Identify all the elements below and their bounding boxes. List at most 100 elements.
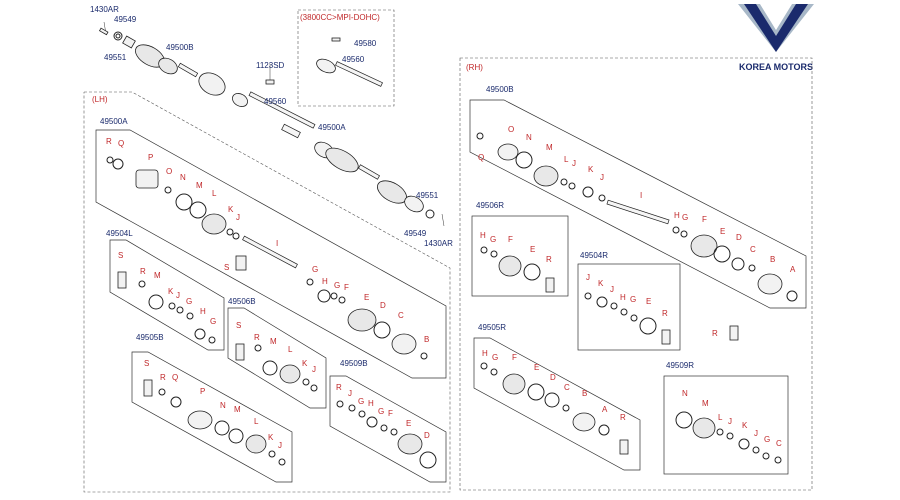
rh-letter: J <box>572 159 576 168</box>
k49509r-letter: M <box>702 399 709 408</box>
lh-letter: I <box>276 239 278 248</box>
k49509b-letter: R <box>336 383 342 392</box>
k49509b-letter: G <box>378 407 384 416</box>
label-49560-mpi: 49560 <box>342 55 365 64</box>
label-49560-top: 49560 <box>264 97 287 106</box>
label-49580: 49580 <box>354 39 377 48</box>
lh-letter: E <box>364 293 369 302</box>
k49505b-letter: P <box>200 387 205 396</box>
k49506b-letter: J <box>312 365 316 374</box>
k49506r-letter: G <box>490 235 496 244</box>
lh-letter: P <box>148 153 153 162</box>
label-49551-bottom: 49551 <box>416 191 439 200</box>
rh-letter: F <box>702 215 707 224</box>
k49504r-letter: J <box>586 273 590 282</box>
rh-title: (RH) <box>466 63 483 72</box>
rh-letter: J <box>600 173 604 182</box>
k49504l-letter: G <box>186 297 192 306</box>
label-49549-bottom: 49549 <box>404 229 427 238</box>
k49505b-letter: K <box>268 433 274 442</box>
label-49506b: 49506B <box>228 297 256 306</box>
lh-letter: J <box>236 213 240 222</box>
k49504l-letter: H <box>200 307 206 316</box>
k49509r-letter: K <box>742 421 748 430</box>
rh-letter: M <box>546 143 553 152</box>
label-lh-49500a: 49500A <box>100 117 128 126</box>
k49504r-letter: R <box>662 309 668 318</box>
label-49500a-top: 49500A <box>318 123 346 132</box>
lh-letter: H <box>322 277 328 286</box>
label-49551-top: 49551 <box>104 53 127 62</box>
k49509r-letter: G <box>764 435 770 444</box>
k49504r-letter: G <box>630 295 636 304</box>
k49505b-letter: J <box>278 441 282 450</box>
rh-letter: A <box>790 265 796 274</box>
label-49549-top: 49549 <box>114 15 137 24</box>
lh-letter: C <box>398 311 404 320</box>
k49505r-letter: C <box>564 383 570 392</box>
k49505r-letter: H <box>482 349 488 358</box>
mpi-title: (3800CC>MPI-DOHC) <box>300 13 380 22</box>
k49509r-letter: L <box>718 413 723 422</box>
k49505b-letter: N <box>220 401 226 410</box>
label-49504r: 49504R <box>580 251 608 260</box>
k49505r-letter: B <box>582 389 587 398</box>
k49506b-letter: K <box>302 359 308 368</box>
k49504l-letter: S <box>118 251 123 260</box>
k49505r-letter: R <box>620 413 626 422</box>
k49506b-letter: S <box>236 321 241 330</box>
rh-letter: N <box>526 133 532 142</box>
k49504l-letter: G <box>210 317 216 326</box>
label-49509r: 49509R <box>666 361 694 370</box>
k49509r-letter: J <box>728 417 732 426</box>
lh-shaft-letters: R Q P O N M L K J I G H G F E D C B S <box>106 137 429 344</box>
rh-letter: H <box>674 211 680 220</box>
k49505r-letter: A <box>602 405 608 414</box>
k49506r-letter: H <box>480 231 486 240</box>
rh-letter: K <box>588 165 594 174</box>
lh-letter: B <box>424 335 429 344</box>
k49504r-letter: K <box>598 279 604 288</box>
rh-letter: I <box>640 191 642 200</box>
lh-letter: L <box>212 189 217 198</box>
k49504r-letter: E <box>646 297 651 306</box>
lh-letter: K <box>228 205 234 214</box>
k49505r-letter: D <box>550 373 556 382</box>
k49509b-letter: G <box>358 397 364 406</box>
lh-letter-s-loose: S <box>224 263 229 272</box>
k49504r-letter: J <box>610 285 614 294</box>
k49506r-letter: F <box>508 235 513 244</box>
k49506b-letter: M <box>270 337 277 346</box>
label-49509b: 49509B <box>340 359 368 368</box>
k49504l-letter: M <box>154 271 161 280</box>
k49505r-letter: F <box>512 353 517 362</box>
k49505b-letter: Q <box>172 373 178 382</box>
lh-title: (LH) <box>92 95 108 104</box>
label-rh-49500b: 49500B <box>486 85 514 94</box>
lh-letter: M <box>196 181 203 190</box>
label-1430ar-top: 1430AR <box>90 5 119 14</box>
label-49505b: 49505B <box>136 333 164 342</box>
k49505b-letter: L <box>254 417 259 426</box>
lh-letter: Q <box>118 139 124 148</box>
rh-letter: C <box>750 245 756 254</box>
lh-letter: D <box>380 301 386 310</box>
label-49500b-top: 49500B <box>166 43 194 52</box>
lh-letter: N <box>180 173 186 182</box>
lh-group: (LH) 49500A R Q P O N M L K J <box>83 91 451 493</box>
k49505r-letter: G <box>492 353 498 362</box>
lh-letter: R <box>106 137 112 146</box>
lh-letter: G <box>334 281 340 290</box>
korea-motors-logo: KOREA MOTORS <box>738 4 814 72</box>
mpi-dohc-group: (3800CC>MPI-DOHC) 49580 49560 <box>297 9 395 107</box>
lh-letter: F <box>344 283 349 292</box>
rh-letter: Q <box>478 153 484 162</box>
lh-letter: O <box>166 167 172 176</box>
k49509r-letter: N <box>682 389 688 398</box>
rh-letter: E <box>720 227 725 236</box>
rh-letter: G <box>682 213 688 222</box>
k49509b-letter: D <box>424 431 430 440</box>
label-1430ar-bottom: 1430AR <box>424 239 453 248</box>
k49504l-letter: K <box>168 287 174 296</box>
k49509b-letter: E <box>406 419 411 428</box>
